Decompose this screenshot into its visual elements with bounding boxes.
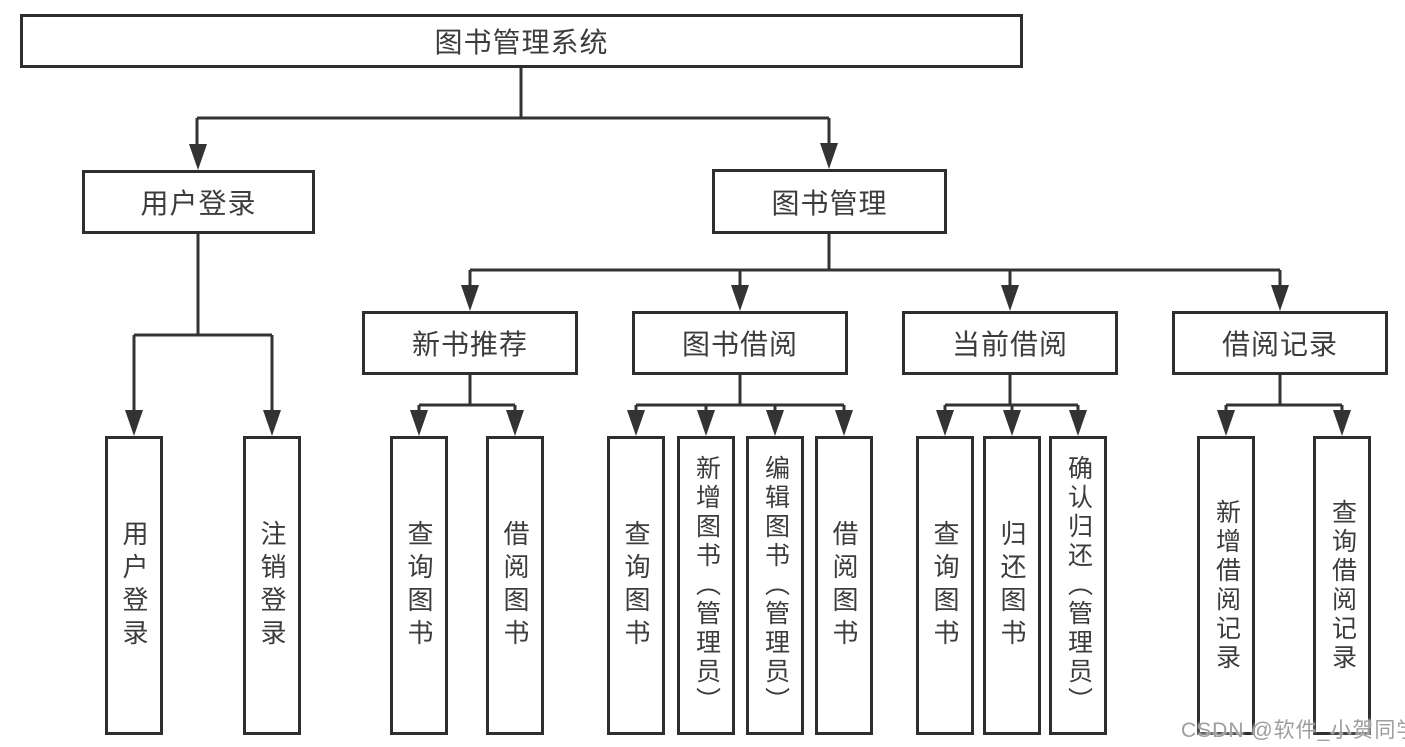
leaf-borrow-books-borrowing-label: 借阅图书 bbox=[829, 519, 859, 652]
leaf-query-books-current: 查询图书 bbox=[916, 436, 974, 735]
leaf-confirm-return-admin-label: 确认归还（管理员） bbox=[1064, 455, 1093, 716]
csdn-watermark: CSDN @软件_小贺同学 bbox=[1181, 719, 1405, 742]
node-user-login: 用户登录 bbox=[82, 170, 315, 234]
node-current-borrowing-label: 当前借阅 bbox=[951, 329, 1068, 360]
node-borrowing-records-label: 借阅记录 bbox=[1221, 329, 1338, 360]
node-library-system-label: 图书管理系统 bbox=[434, 27, 609, 58]
leaf-edit-books-admin: 编辑图书（管理员） bbox=[746, 436, 804, 735]
leaf-query-books-current-label: 查询图书 bbox=[930, 519, 960, 652]
leaf-query-books-borrowing-label: 查询图书 bbox=[621, 519, 651, 652]
node-book-borrowing: 图书借阅 bbox=[632, 311, 848, 375]
node-current-borrowing: 当前借阅 bbox=[902, 311, 1118, 375]
leaf-logout-label: 注销登录 bbox=[257, 519, 287, 652]
leaf-add-books-admin: 新增图书（管理员） bbox=[677, 436, 735, 735]
leaf-edit-books-admin-label: 编辑图书（管理员） bbox=[761, 455, 790, 716]
leaf-query-books-recommend-label: 查询图书 bbox=[404, 519, 434, 652]
node-book-management: 图书管理 bbox=[712, 169, 947, 234]
node-new-book-recommend: 新书推荐 bbox=[362, 311, 578, 375]
leaf-borrow-books-recommend: 借阅图书 bbox=[486, 436, 544, 735]
leaf-query-borrow-record: 查询借阅记录 bbox=[1313, 436, 1371, 735]
leaf-logout: 注销登录 bbox=[243, 436, 301, 735]
leaf-query-borrow-record-label: 查询借阅记录 bbox=[1328, 498, 1357, 673]
leaf-return-books-label: 归还图书 bbox=[997, 519, 1027, 652]
leaf-query-books-recommend: 查询图书 bbox=[390, 436, 448, 735]
node-borrowing-records: 借阅记录 bbox=[1172, 311, 1388, 375]
leaf-add-borrow-record: 新增借阅记录 bbox=[1197, 436, 1255, 735]
leaf-query-books-borrowing: 查询图书 bbox=[607, 436, 665, 735]
leaf-add-borrow-record-label: 新增借阅记录 bbox=[1212, 498, 1241, 673]
leaf-user-login-label: 用户登录 bbox=[119, 519, 149, 652]
node-book-borrowing-label: 图书借阅 bbox=[681, 329, 798, 360]
leaf-user-login: 用户登录 bbox=[105, 436, 163, 735]
leaf-add-books-admin-label: 新增图书（管理员） bbox=[692, 455, 721, 716]
node-book-management-label: 图书管理 bbox=[771, 187, 888, 219]
leaf-confirm-return-admin: 确认归还（管理员） bbox=[1049, 436, 1107, 735]
leaf-borrow-books-recommend-label: 借阅图书 bbox=[500, 519, 530, 652]
node-library-system: 图书管理系统 bbox=[20, 14, 1023, 68]
leaf-borrow-books-borrowing: 借阅图书 bbox=[815, 436, 873, 735]
node-new-book-recommend-label: 新书推荐 bbox=[411, 329, 528, 360]
leaf-return-books: 归还图书 bbox=[983, 436, 1041, 735]
node-user-login-label: 用户登录 bbox=[140, 188, 257, 219]
